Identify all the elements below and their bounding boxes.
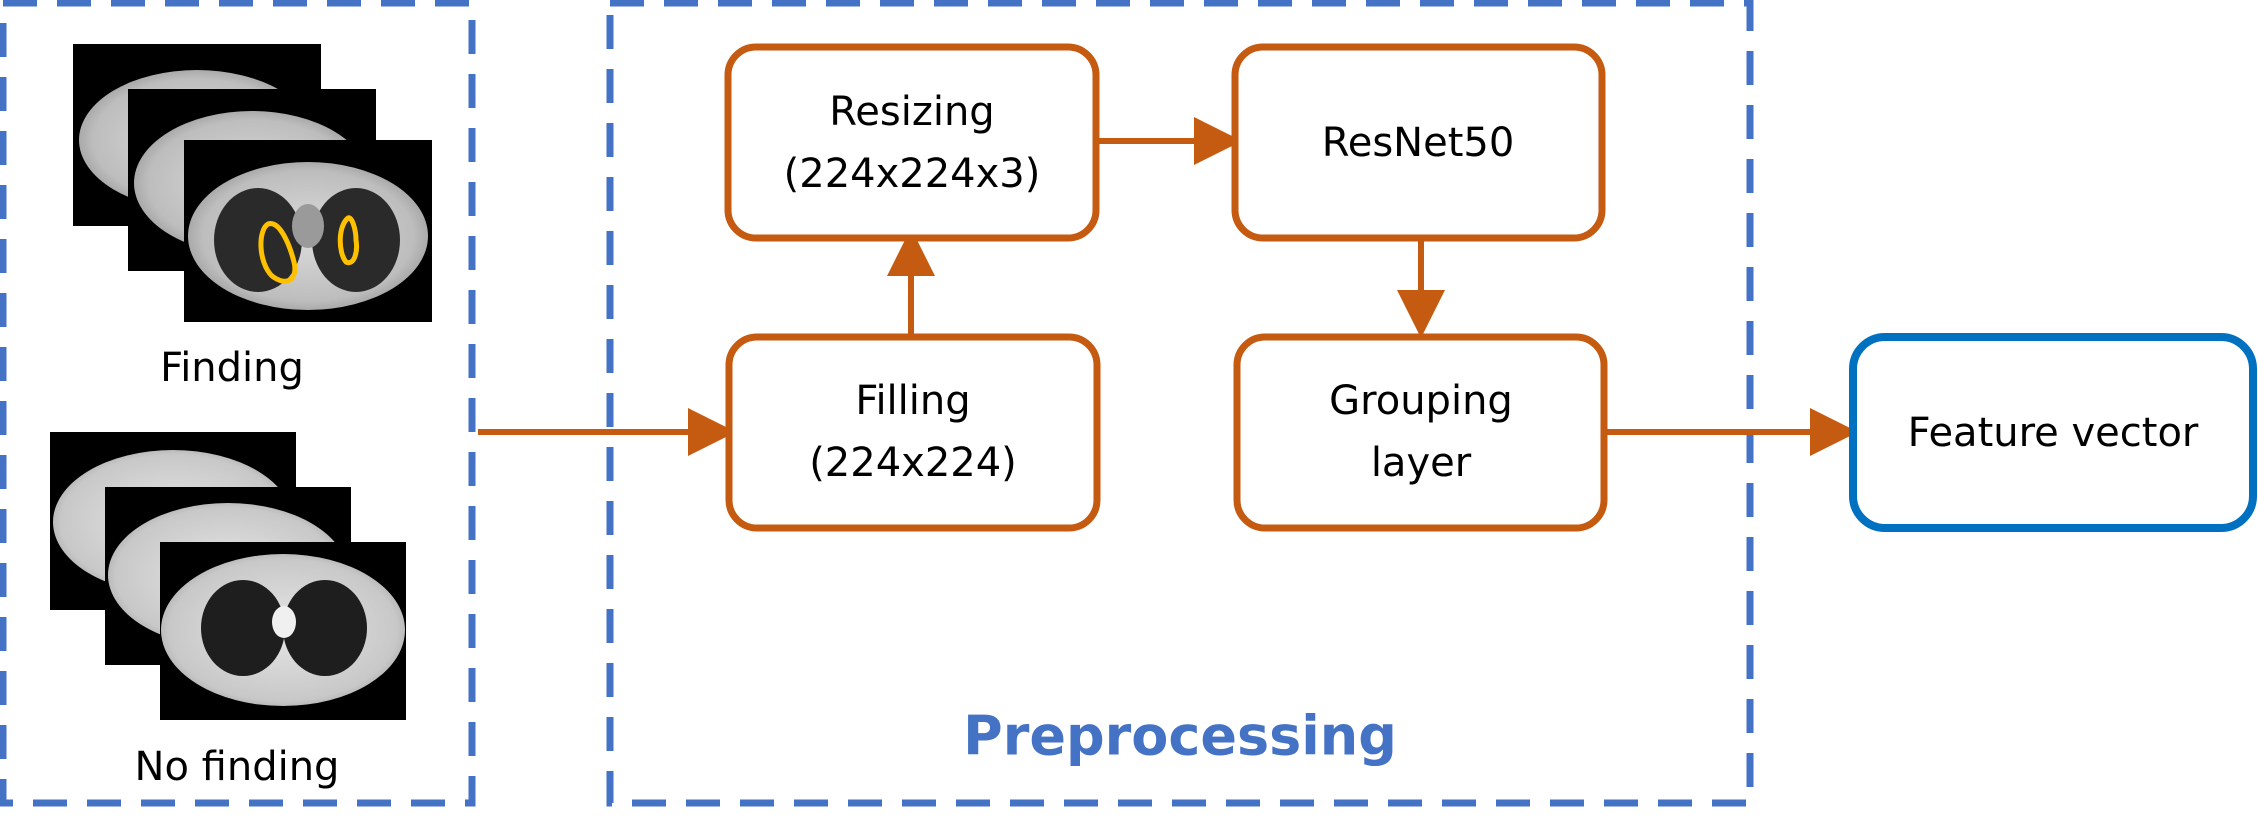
ct-slice-image xyxy=(160,542,406,720)
filling-label-line2: (224x224) xyxy=(809,440,1017,486)
input-panel-border xyxy=(0,0,476,807)
finding-label: Finding xyxy=(160,345,304,391)
feature-vector-node: Feature vector xyxy=(1849,333,2257,532)
filling-node: Filling (224x224) xyxy=(725,333,1101,532)
grouping-layer-node: Grouping layer xyxy=(1233,333,1608,532)
no-finding-ct-stack xyxy=(50,432,406,720)
resnet50-label: ResNet50 xyxy=(1322,120,1515,166)
grouping-label-line1: Grouping xyxy=(1329,378,1513,424)
feature-vector-label: Feature vector xyxy=(1908,410,2199,456)
finding-contour xyxy=(258,221,298,284)
finding-contour xyxy=(337,215,359,266)
resizing-node: Resizing (224x224x3) xyxy=(724,43,1100,242)
preprocessing-label: Preprocessing xyxy=(963,705,1397,768)
grouping-label-line2: layer xyxy=(1371,440,1472,486)
preprocessing-panel-border xyxy=(606,0,1754,807)
no-finding-label: No finding xyxy=(135,744,340,790)
resnet50-node: ResNet50 xyxy=(1231,43,1606,242)
resizing-label-line2: (224x224x3) xyxy=(784,151,1041,197)
ct-slice-image xyxy=(184,140,432,322)
resizing-label-line1: Resizing xyxy=(829,89,994,135)
finding-ct-stack xyxy=(73,44,432,322)
filling-label-line1: Filling xyxy=(855,378,970,424)
